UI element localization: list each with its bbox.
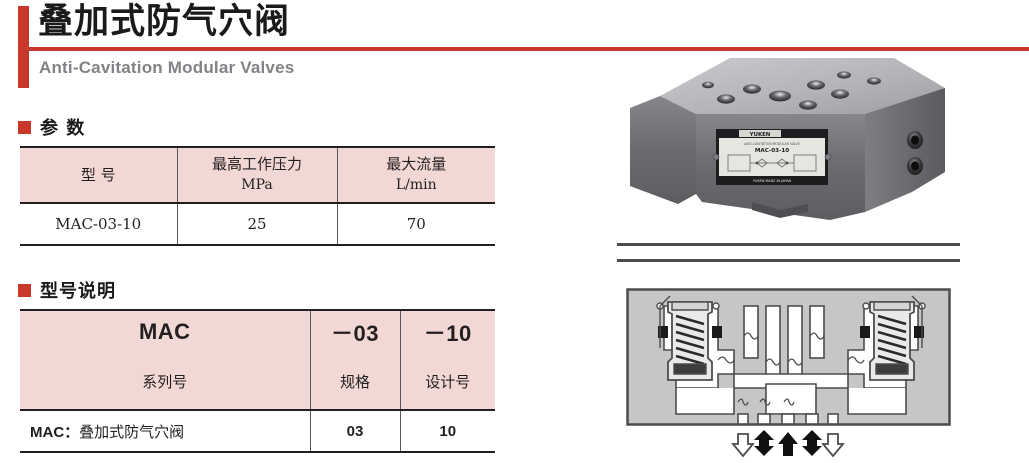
header-cell-max-flow-line1: 最大流量: [386, 155, 447, 173]
note-cell-design-code: 10: [399, 409, 495, 453]
note-cell-series: MAC：叠加式防气穴阀: [20, 409, 311, 453]
model-code-row: MAC －03 －10: [20, 309, 495, 353]
seal-right: [914, 326, 924, 338]
photo-divider-rules: [617, 243, 960, 265]
valve-side-ports: [907, 131, 923, 175]
note-prefix: MAC：: [30, 423, 80, 441]
header-accent-bar: [18, 6, 29, 88]
page-title-chinese: 叠加式防气穴阀: [38, 2, 291, 42]
port-arrow-1-outline-down: [731, 433, 755, 458]
table-header-row: 型 号 最高工作压力 MPa 最大流量 L/min: [20, 146, 495, 203]
cross-section-svg: [626, 288, 951, 458]
valve-front-left-face: [630, 96, 696, 204]
model-code-table: MAC －03 －10 系列号 规格 设计号 MAC：叠加式防气穴阀 03 10: [20, 309, 495, 453]
page-title-english: Anti-Cavitation Modular Valves: [39, 58, 295, 77]
model-desc-row: 系列号 规格 设计号: [20, 353, 495, 410]
photo-divider-rule-bottom: [617, 259, 960, 262]
spring-left: [675, 314, 705, 366]
section-heading-label: 型号说明: [40, 281, 116, 302]
port-arrow-5-outline-down: [821, 433, 845, 458]
header-cell-max-pressure: 最高工作压力 MPa: [176, 146, 338, 203]
product-photo-valve: YUKEN ANTI-CAVITATION MODULAR VALVE MAC-…: [612, 52, 964, 237]
header-cell-max-flow: 最大流量 L/min: [336, 146, 495, 203]
svg-text:YUKEN: YUKEN: [749, 132, 771, 138]
header-cell-max-pressure-unit: MPa: [241, 177, 273, 193]
svg-text:ANTI-CAVITATION MODULAR VALVE: ANTI-CAVITATION MODULAR VALVE: [744, 142, 799, 146]
header-cell-max-pressure-line1: 最高工作压力: [211, 155, 302, 173]
code-cell-size: －03: [309, 309, 401, 353]
valve-nameplate: YUKEN ANTI-CAVITATION MODULAR VALVE MAC-…: [712, 129, 832, 185]
svg-text:YUKEN MADE IN JAPAN: YUKEN MADE IN JAPAN: [753, 179, 792, 183]
red-square-bullet-icon: [18, 283, 31, 297]
seal-left: [658, 326, 668, 338]
cell-model-value: MAC-03-10: [20, 202, 178, 246]
product-photo-svg: YUKEN ANTI-CAVITATION MODULAR VALVE MAC-…: [630, 58, 945, 220]
page-header: 叠加式防气穴阀 Anti-Cavitation Modular Valves: [0, 0, 1029, 92]
section-heading-model-code: 型号说明: [18, 277, 116, 303]
photo-divider-rule-top: [617, 243, 960, 246]
desc-cell-series: 系列号: [20, 353, 311, 410]
check-valve-cartridge-left: [656, 295, 722, 381]
note-cell-size-code: 03: [309, 409, 401, 453]
port-arrow-2-solid-double: [754, 430, 774, 456]
parameters-table: 型 号 最高工作压力 MPa 最大流量 L/min MAC-03-10 25 7…: [20, 146, 495, 246]
desc-cell-size: 规格: [309, 353, 401, 410]
red-square-bullet-icon: [18, 120, 31, 134]
port-arrow-4-solid-double: [802, 430, 822, 456]
break-lines: [717, 332, 865, 406]
port-arrow-3-solid-up: [778, 432, 798, 456]
valve-right-side-face: [865, 88, 945, 212]
header-horizontal-rule: [29, 47, 1029, 51]
cell-max-flow-value: 70: [336, 202, 495, 246]
header-cell-max-flow-unit: L/min: [395, 177, 437, 193]
valve-cross-section-diagram: [626, 288, 956, 463]
port-flow-arrows: [731, 430, 845, 458]
model-note-row: MAC：叠加式防气穴阀 03 10: [20, 409, 495, 453]
code-cell-design: －10: [399, 309, 495, 353]
seal-right: [712, 326, 722, 338]
section-heading-label: 参 数: [40, 118, 86, 139]
table-row: MAC-03-10 25 70: [20, 202, 495, 246]
seal-left: [860, 326, 870, 338]
header-cell-model-line1: 型 号: [80, 165, 116, 184]
note-text: 叠加式防气穴阀: [79, 422, 185, 441]
valve-top-mounting-holes: [702, 71, 881, 110]
valve-bottom-notch: [752, 202, 808, 218]
code-cell-series: MAC: [20, 309, 311, 353]
cell-max-pressure-value: 25: [176, 202, 338, 246]
spring-right: [877, 314, 907, 366]
section-heading-parameters: 参 数: [18, 114, 85, 140]
svg-text:MAC-03-10: MAC-03-10: [755, 148, 789, 154]
desc-cell-design: 设计号: [399, 353, 495, 410]
check-valve-cartridge-right: [860, 295, 926, 381]
header-cell-model: 型 号: [20, 146, 178, 203]
